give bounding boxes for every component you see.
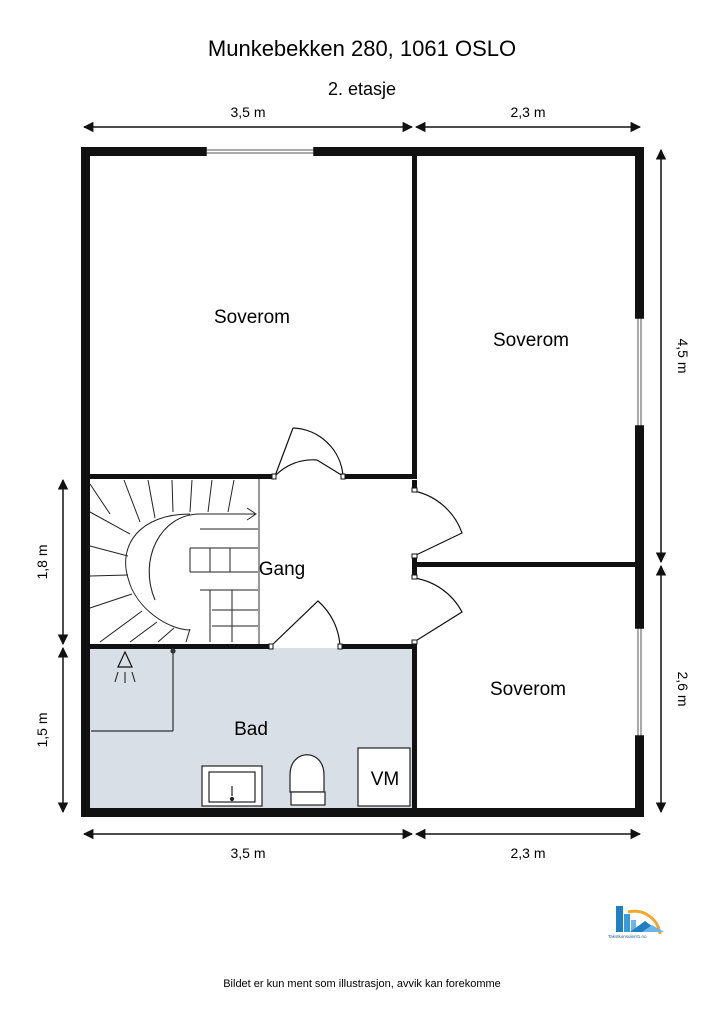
door-bedroom-2: [413, 490, 463, 557]
room-label-bedroom-2: Soverom: [493, 330, 569, 351]
door-bedroom-1: [274, 427, 344, 477]
dim-top-left-label: 3,5 m: [230, 104, 265, 120]
door-jambs: [268, 473, 418, 650]
shower-head-icon: [117, 650, 133, 668]
dim-bottom-left-label: 3,5 m: [230, 845, 265, 861]
dim-left-lower-label: 1,5 m: [34, 712, 50, 747]
room-label-bathroom: Bad: [234, 719, 268, 740]
laundry-label: VM: [371, 769, 400, 790]
door-bathroom: [270, 600, 341, 647]
dim-top-right-label: 2,3 m: [510, 104, 545, 120]
footer-disclaimer: Bildet er kun ment som illustrasjon, avv…: [223, 978, 501, 990]
door-bedroom-3: [413, 577, 463, 643]
floor-label: 2. etasje: [328, 79, 396, 99]
interior-walls: [89, 156, 635, 808]
doors: [270, 427, 463, 647]
window-right-lower: [635, 627, 644, 737]
staircase: [89, 479, 258, 643]
window-right-upper: [635, 317, 644, 427]
room-label-bedroom-3: Soverom: [490, 679, 566, 700]
logo-text: Takstkonsulent1.no: [608, 934, 647, 939]
dim-left-upper-label: 1,8 m: [34, 544, 50, 579]
dim-right-lower-label: 2,6 m: [675, 671, 691, 706]
room-label-hall: Gang: [259, 559, 305, 580]
company-logo: Takstkonsulent1.no: [608, 906, 664, 939]
plan-title: Munkebekken 280, 1061 OSLO: [208, 36, 516, 61]
shower: [91, 648, 176, 732]
room-label-bedroom-1: Soverom: [214, 307, 290, 328]
toilet: [289, 754, 326, 806]
sink: [201, 765, 263, 807]
dim-bottom-right-label: 2,3 m: [510, 845, 545, 861]
outer-walls: [81, 147, 644, 817]
dim-right-upper-label: 4,5 m: [675, 338, 691, 373]
laundry-unit: [357, 747, 411, 807]
window-top: [205, 147, 315, 156]
windows: [205, 147, 644, 737]
